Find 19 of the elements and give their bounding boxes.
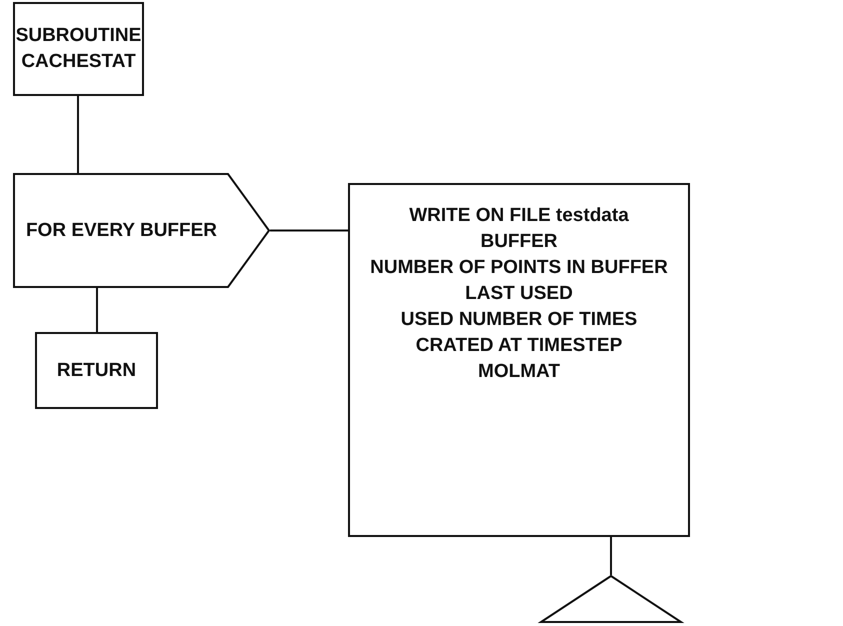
box-label: FOR EVERY BUFFER (26, 218, 218, 242)
connector-line (270, 230, 348, 232)
list-item: BUFFER (480, 230, 558, 254)
connector-line (96, 288, 98, 332)
list-item: CRATED AT TIMESTEP (416, 334, 622, 358)
list-item: NUMBER OF POINTS IN BUFFER (370, 256, 668, 280)
box-label: SUBROUTINE CACHESTAT (14, 24, 142, 74)
subroutine-box (13, 2, 144, 96)
loop-box (13, 173, 270, 288)
end-triangle (540, 575, 682, 623)
list-item: USED NUMBER OF TIMES (400, 308, 638, 332)
list-item: LAST USED (465, 282, 573, 306)
return-box (35, 332, 158, 409)
process-box (348, 183, 690, 537)
connector-line (77, 96, 79, 173)
box-heading: WRITE ON FILE testdata (409, 204, 629, 228)
connector-line (610, 537, 612, 575)
list-item: MOLMAT (478, 360, 560, 384)
box-label: RETURN (56, 358, 136, 382)
